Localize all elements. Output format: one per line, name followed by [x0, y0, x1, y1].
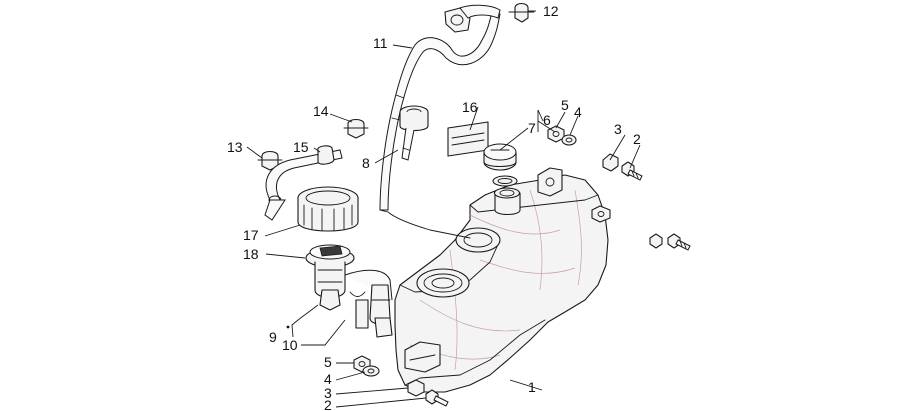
lead-dot: [286, 325, 290, 329]
callout-2-right: 2: [633, 131, 641, 147]
washer-4-lower: [362, 365, 380, 377]
callout-5-lower: 5: [324, 354, 332, 370]
lower-hardware: [353, 355, 449, 407]
right-hardware: [602, 153, 691, 251]
pump-ring-nut: [297, 186, 359, 232]
callout-6: 6: [543, 112, 551, 128]
callout-14: 14: [313, 103, 329, 119]
vent-hose: [379, 4, 501, 239]
callout-15: 15: [293, 139, 309, 155]
spacer-3-right: [649, 233, 663, 249]
callout-13: 13: [227, 139, 243, 155]
callout-3-lower: 3: [324, 385, 332, 401]
warning-label: [447, 121, 489, 157]
callout-18: 18: [243, 246, 259, 262]
hose-15: [265, 149, 343, 201]
callout-11: 11: [373, 35, 388, 51]
callout-7: 7: [528, 120, 536, 136]
callout-1: 1: [528, 379, 536, 395]
bush-right: [591, 205, 611, 223]
callout-16: 16: [462, 99, 478, 115]
callout-12: 12: [543, 3, 559, 19]
leader-lines: [246, 10, 641, 408]
fuel-tank: [394, 167, 609, 393]
callout-4-lower: 4: [324, 371, 332, 387]
callout-17: 17: [243, 227, 259, 243]
clamp-14: [347, 118, 365, 139]
callout-5-upper: 5: [561, 97, 569, 113]
spacer-3-upper: [602, 153, 619, 172]
fuel-level-sender: [399, 105, 429, 161]
fuel-cap: [483, 143, 518, 187]
spacer-3-lower: [407, 379, 425, 397]
callout-9: 9: [269, 329, 277, 345]
hose-fittings: [257, 118, 369, 221]
callout-2-lower: 2: [324, 397, 332, 411]
callout-4-upper: 4: [574, 104, 582, 120]
callout-3-right: 3: [614, 121, 622, 137]
callout-10: 10: [282, 337, 298, 353]
fuel-pump: [314, 261, 393, 338]
callout-numbers: 1 2 3 4 5 6 7 8 9 10 11 12 13 14 15 16 1…: [227, 3, 641, 411]
washer-4-upper: [561, 134, 577, 146]
callout-8: 8: [362, 155, 370, 171]
hose-clamp-12: [508, 2, 535, 23]
